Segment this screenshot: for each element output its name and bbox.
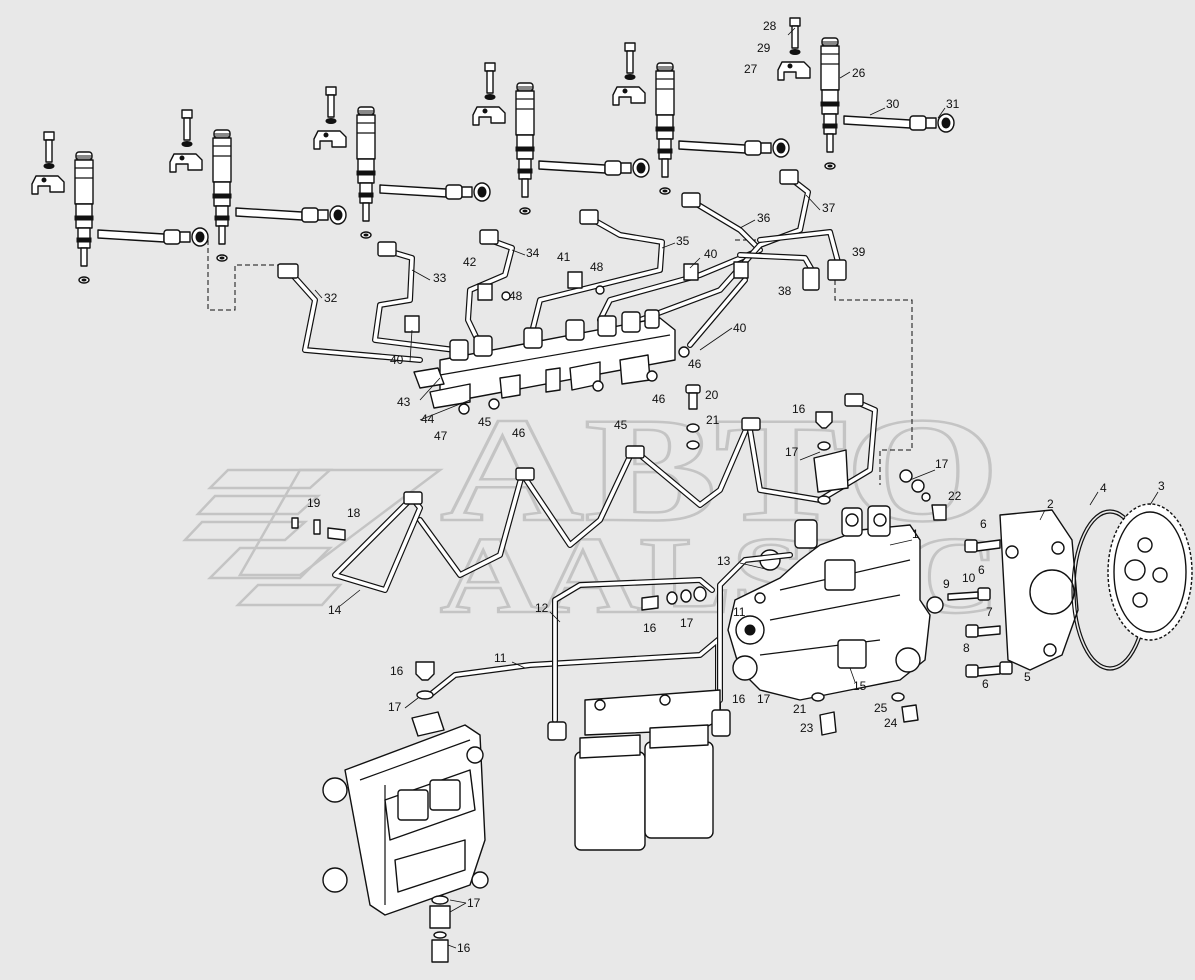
callout-46a: 46: [512, 426, 526, 440]
callout-42: 42: [463, 255, 477, 269]
callout-46c: 46: [688, 357, 702, 371]
callout-21b: 21: [793, 702, 807, 716]
callout-39: 39: [852, 245, 866, 259]
callout-40a: 40: [704, 247, 718, 261]
callout-16c: 16: [732, 692, 746, 706]
callout-29: 29: [757, 41, 771, 55]
callout-6c: 6: [982, 677, 989, 691]
callout-6b: 6: [978, 563, 985, 577]
callout-47: 47: [434, 429, 448, 443]
callout-45b: 45: [614, 418, 628, 432]
callout-46b: 46: [652, 392, 666, 406]
callout-16a: 16: [792, 402, 806, 416]
common-rail: [404, 261, 749, 415]
callout-18: 18: [347, 506, 361, 520]
callout-4: 4: [1100, 481, 1107, 495]
callout-43: 43: [397, 395, 411, 409]
callout-40c: 40: [390, 353, 404, 367]
callout-1: 1: [912, 527, 919, 541]
callout-16d: 16: [390, 664, 404, 678]
callout-17a: 17: [785, 445, 799, 459]
callout-48b: 48: [590, 260, 604, 274]
callout-16e: 16: [457, 941, 471, 955]
leader-lines: [314, 27, 1159, 683]
callout-45a: 45: [478, 415, 492, 429]
callout-17c: 17: [680, 616, 694, 630]
callout-2: 2: [1047, 497, 1054, 511]
callout-23: 23: [800, 721, 814, 735]
injector-4: [472, 62, 650, 215]
drive-assembly: [947, 503, 1193, 678]
callout-31: 31: [946, 97, 960, 111]
callout-labels: 28 29 27 26 30 31 37 36 35 34 33 32 42 4…: [307, 19, 1165, 955]
callout-8: 8: [963, 641, 970, 655]
callout-17f: 17: [467, 896, 481, 910]
callout-17d: 17: [757, 692, 771, 706]
callout-37: 37: [822, 201, 836, 215]
callout-19: 19: [307, 496, 321, 510]
callout-3: 3: [1158, 479, 1165, 493]
fuel-filter: [427, 552, 793, 851]
callout-28: 28: [763, 19, 777, 33]
callout-24: 24: [884, 716, 898, 730]
watermark-logo: [182, 468, 444, 607]
banjo-fittings: [685, 384, 947, 521]
ecu: [322, 661, 489, 963]
callout-38: 38: [778, 284, 792, 298]
callout-14: 14: [328, 603, 342, 617]
callout-17b: 17: [935, 457, 949, 471]
callout-33: 33: [433, 271, 447, 285]
callout-6a: 6: [980, 517, 987, 531]
callout-34: 34: [526, 246, 540, 260]
callout-17e: 17: [388, 700, 402, 714]
callout-32: 32: [324, 291, 338, 305]
callout-40b: 40: [733, 321, 747, 335]
callout-48a: 48: [509, 289, 523, 303]
callout-25: 25: [874, 701, 888, 715]
callout-35: 35: [676, 234, 690, 248]
callout-30: 30: [886, 97, 900, 111]
callout-7: 7: [986, 605, 993, 619]
callout-11b: 11: [494, 651, 507, 665]
callout-27: 27: [744, 62, 758, 76]
injector-6: [777, 17, 955, 170]
hp-pump: [727, 505, 944, 701]
callout-22: 22: [948, 489, 962, 503]
callout-41: 41: [557, 250, 571, 264]
pump-fittings: [811, 692, 919, 736]
callout-10: 10: [962, 571, 976, 585]
callout-11a: 11: [733, 605, 746, 619]
hp-lines: [277, 169, 847, 363]
callout-15: 15: [853, 679, 867, 693]
callout-12: 12: [535, 601, 549, 615]
callout-36: 36: [757, 211, 771, 225]
callout-16b: 16: [643, 621, 657, 635]
callout-13: 13: [717, 554, 731, 568]
callout-44: 44: [421, 412, 435, 426]
callout-5: 5: [1024, 670, 1031, 684]
callout-26: 26: [852, 66, 866, 80]
callout-9: 9: [943, 577, 950, 591]
callout-21a: 21: [706, 413, 720, 427]
ecu-leaders: [404, 697, 467, 949]
callout-20: 20: [705, 388, 719, 402]
